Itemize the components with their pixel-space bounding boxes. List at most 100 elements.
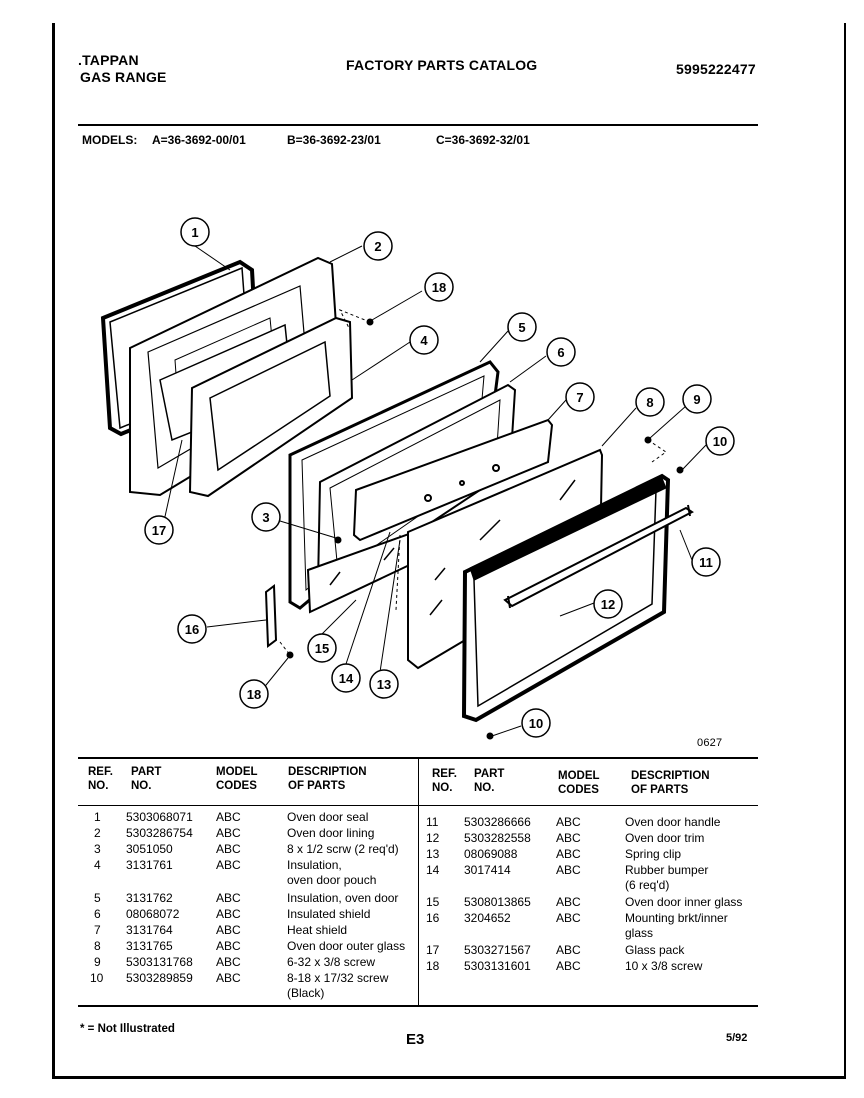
svg-text:10: 10 (529, 716, 543, 731)
exploded-diagram: 1 2 18 4 5 6 7 8 9 10 3 17 11 12 16 15 1… (100, 217, 735, 740)
models-label: MODELS: (82, 133, 138, 147)
desc-cell: Insulation, oven door (287, 891, 399, 905)
ref-cell: 11 (426, 815, 439, 829)
part-cell: 5303286666 (464, 815, 531, 829)
table-row: 3 3051050 ABC 8 x 1/2 scrw (2 req'd) (78, 842, 418, 858)
code-cell: ABC (216, 810, 241, 824)
desc-header-right: DESCRIPTION OF PARTS (631, 770, 710, 796)
callout-7: 7 (565, 382, 595, 412)
code-cell: ABC (556, 959, 581, 973)
code-cell: ABC (216, 842, 241, 856)
code-cell: ABC (216, 939, 241, 953)
callout-1: 1 (180, 217, 210, 247)
table-row: 14 3017414 ABC Rubber bumper (6 req'd) (418, 863, 758, 892)
svg-text:13: 13 (377, 677, 391, 692)
code-cell: ABC (216, 858, 241, 872)
callout-6: 6 (546, 337, 576, 367)
heat-shield-part (352, 418, 554, 542)
desc-cell: Oven door lining (287, 826, 375, 840)
desc-cell: Mounting brkt/inner glass (625, 911, 728, 940)
callout-10-top: 10 (705, 426, 735, 456)
callout-3: 3 (251, 502, 281, 532)
svg-text:16: 16 (185, 622, 199, 637)
desc-cell: Glass pack (625, 943, 685, 957)
code-cell: ABC (556, 943, 581, 957)
svg-text:11: 11 (699, 555, 713, 570)
callout-5: 5 (507, 312, 537, 342)
part-cell: 5303286754 (126, 826, 193, 840)
callout-16: 16 (177, 614, 207, 644)
table-bottom-rule (78, 1005, 758, 1007)
model-header-left: MODEL CODES (216, 766, 258, 792)
part-cell: 08068072 (126, 907, 180, 921)
table-row: 18 5303131601 ABC 10 x 3/8 screw (418, 959, 758, 975)
code-cell: ABC (216, 923, 241, 937)
desc-cell: Heat shield (287, 923, 348, 937)
part-cell: 3017414 (464, 863, 511, 877)
model-b: B=36-3692-23/01 (287, 133, 381, 147)
ref-cell: 13 (426, 847, 440, 861)
part-cell: 3204652 (464, 911, 511, 925)
desc-cell: Oven door seal (287, 810, 369, 824)
ref-cell: 2 (94, 826, 101, 840)
table-row: 2 5303286754 ABC Oven door lining (78, 826, 418, 842)
ref-cell: 10 (90, 971, 104, 985)
product-label: GAS RANGE (80, 69, 167, 85)
code-cell: ABC (556, 815, 581, 829)
desc-cell: 8-18 x 17/32 screw (Black) (287, 971, 389, 1000)
table-row: 17 5303271567 ABC Glass pack (418, 943, 758, 959)
ref-cell: 9 (94, 955, 101, 969)
svg-text:17: 17 (152, 523, 166, 538)
table-top-rule (78, 757, 758, 759)
page-frame (52, 23, 846, 1079)
callout-18-top: 18 (424, 272, 454, 302)
ref-cell: 14 (426, 863, 440, 877)
part-cell: 5303282558 (464, 831, 531, 845)
page-number: E3 (406, 1031, 425, 1048)
issue-date: 5/92 (726, 1032, 748, 1044)
part-cell: 5308013865 (464, 895, 531, 909)
svg-text:7: 7 (576, 390, 583, 405)
desc-cell: Oven door trim (625, 831, 705, 845)
table-row: 8 3131765 ABC Oven door outer glass (78, 939, 418, 955)
callout-4: 4 (409, 325, 439, 355)
svg-text:12: 12 (601, 597, 615, 612)
table-row: 9 5303131768 ABC 6-32 x 3/8 screw (78, 955, 418, 971)
table-row: 1 5303068071 ABC Oven door seal (78, 810, 418, 826)
code-cell: ABC (216, 971, 241, 985)
insulation-pouch-part (188, 316, 354, 498)
ref-cell: 15 (426, 895, 440, 909)
code-cell: ABC (216, 891, 241, 905)
callout-9: 9 (682, 384, 712, 414)
callout-15: 15 (307, 633, 337, 663)
callout-18-bottom: 18 (239, 679, 269, 709)
column-separator (418, 759, 419, 1005)
table-row: 6 08068072 ABC Insulated shield (78, 907, 418, 923)
desc-cell: 8 x 1/2 scrw (2 req'd) (287, 842, 399, 856)
desc-cell: Insulation, oven door pouch (287, 858, 377, 887)
svg-text:18: 18 (432, 280, 446, 295)
table-row: 11 5303286666 ABC Oven door handle (418, 815, 758, 831)
catalog-number: 5995222477 (676, 61, 756, 77)
desc-cell: Oven door inner glass (625, 895, 743, 909)
svg-text:15: 15 (315, 641, 329, 656)
callout-12: 12 (593, 589, 623, 619)
header-rule (78, 124, 758, 126)
svg-text:3: 3 (262, 510, 269, 525)
oven-door-trim-part (461, 473, 671, 723)
callout-10-bottom: 10 (521, 708, 551, 738)
svg-text:10: 10 (713, 434, 727, 449)
brand-label: .TAPPAN (78, 52, 139, 68)
mounting-bracket-part (264, 584, 278, 648)
svg-text:14: 14 (339, 671, 354, 686)
code-cell: ABC (556, 831, 581, 845)
table-row: 5 3131762 ABC Insulation, oven door (78, 891, 418, 907)
table-row: 15 5308013865 ABC Oven door inner glass (418, 895, 758, 911)
ref-cell: 6 (94, 907, 101, 921)
svg-text:6: 6 (557, 345, 564, 360)
svg-text:9: 9 (693, 392, 700, 407)
part-cell: 3131762 (126, 891, 173, 905)
part-header-right: PART NO. (474, 768, 505, 794)
ref-cell: 1 (94, 810, 101, 824)
callout-14: 14 (331, 663, 361, 693)
